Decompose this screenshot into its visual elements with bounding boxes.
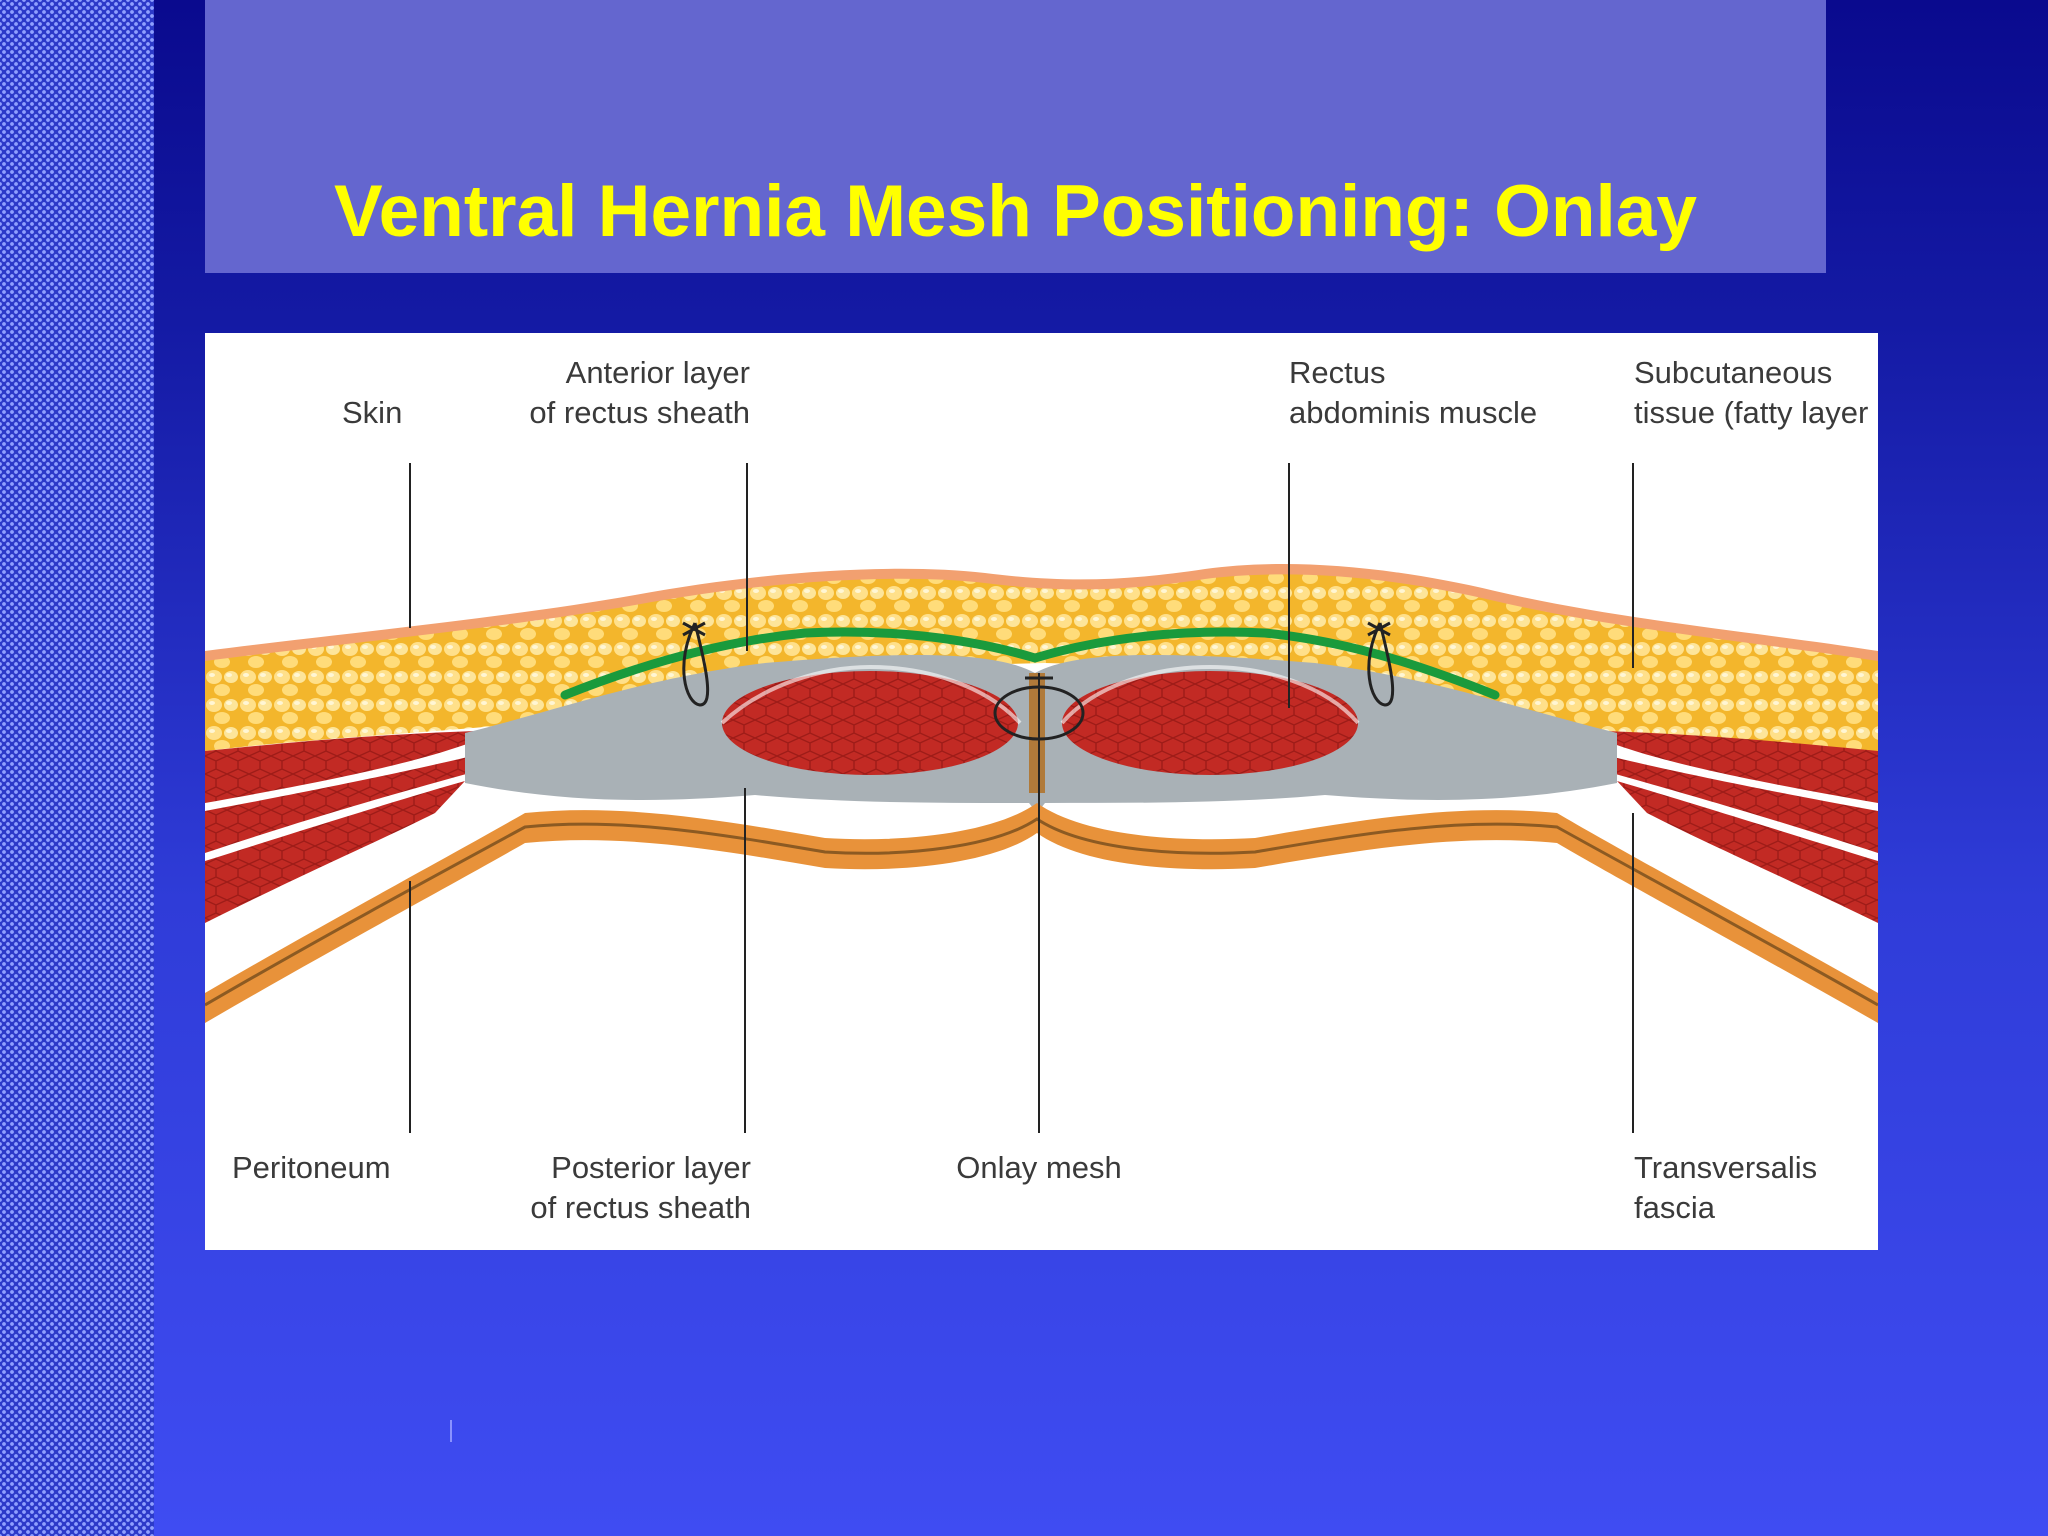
label-subcutaneous-line1: Subcutaneous (1634, 355, 1833, 390)
label-subcutaneous-line2: tissue (fatty layer (1634, 395, 1869, 430)
label-rectus-line1: Rectus (1289, 355, 1386, 390)
dotted-side-panel (0, 0, 154, 1536)
label-peritoneum: Peritoneum (232, 1150, 391, 1185)
label-onlay-mesh: Onlay mesh (956, 1150, 1122, 1185)
left-oblique-muscles (205, 728, 505, 803)
right-oblique-muscles (1577, 728, 1878, 803)
title-band (205, 0, 1826, 273)
footer-divider (450, 1420, 452, 1442)
label-skin: Skin (342, 395, 403, 430)
anatomy-figure: Skin Anterior layer of rectus sheath Rec… (205, 333, 1878, 1250)
label-transversalis-line2: fascia (1634, 1190, 1715, 1225)
onlay-mesh-line (560, 627, 1500, 700)
label-transversalis-line1: Transversalis (1634, 1150, 1818, 1185)
skin-layer (205, 563, 1878, 663)
label-anterior-sheath-line2: of rectus sheath (529, 395, 750, 430)
left-rectus-muscle (722, 671, 1018, 775)
label-posterior-sheath-line1: Posterior layer (551, 1150, 751, 1185)
fat-layer (205, 574, 1878, 753)
label-rectus-line2: abdominis muscle (1289, 395, 1538, 430)
right-suture (1367, 621, 1395, 707)
right-rectus-muscle (1062, 671, 1358, 775)
label-anterior-sheath-line1: Anterior layer (565, 355, 750, 390)
slide-title: Ventral Hernia Mesh Positioning: Onlay (334, 170, 1697, 252)
label-posterior-sheath-line2: of rectus sheath (530, 1190, 751, 1225)
left-suture (682, 621, 710, 707)
linea-alba (1029, 673, 1045, 793)
abdominal-wall-cross-section (205, 463, 1878, 1133)
peritoneum-layer (205, 803, 1878, 1023)
